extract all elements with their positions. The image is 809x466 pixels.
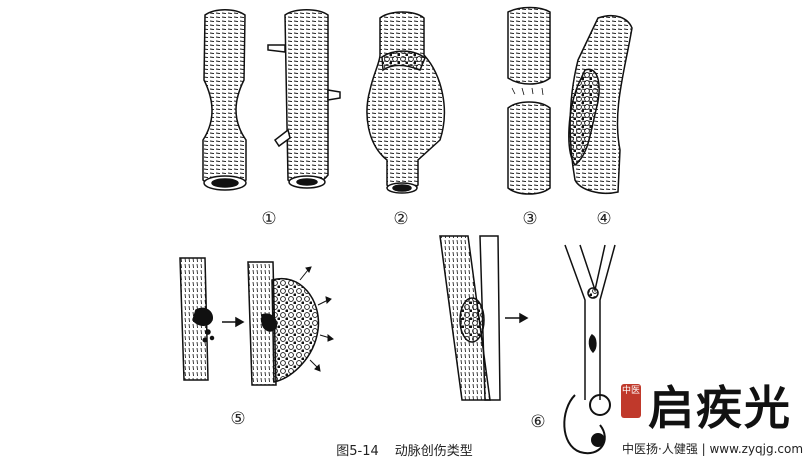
- watermark-tagline: 中医扬·人健强 | www.zyqjg.com: [622, 442, 804, 456]
- panel-label-1: ①: [261, 209, 277, 229]
- panel-6-arrow: [505, 312, 529, 324]
- figure-number: 图5-14: [336, 444, 379, 459]
- panel-2-thrombosis: [366, 11, 446, 194]
- watermark-seal: 中医: [621, 384, 641, 418]
- panel-label-4: ④: [596, 209, 612, 229]
- watermark-brand: 启疾光: [648, 381, 792, 435]
- panel-label-2: ②: [393, 209, 409, 229]
- panel-5-injury: [179, 257, 215, 381]
- panel-6-vessel: [439, 235, 501, 401]
- panel-3-transection: [507, 6, 551, 195]
- figure-title: 动脉创伤类型: [394, 444, 473, 459]
- panel-5-arrow: [222, 316, 245, 328]
- figure-caption: 图5-14 动脉创伤类型: [0, 440, 809, 459]
- panel-label-3: ③: [522, 209, 538, 229]
- panel-1-branched-vessel: [267, 9, 341, 189]
- panel-5-false-aneurysm: [247, 261, 334, 386]
- panel-label-6: ⑥: [530, 412, 546, 432]
- panel-4-laceration: [568, 14, 633, 194]
- watermark-logo-icon: [563, 394, 611, 455]
- panel-1-spasm: [202, 9, 247, 191]
- panel-6-embolism: [564, 244, 616, 400]
- panel-label-5: ⑤: [230, 409, 246, 429]
